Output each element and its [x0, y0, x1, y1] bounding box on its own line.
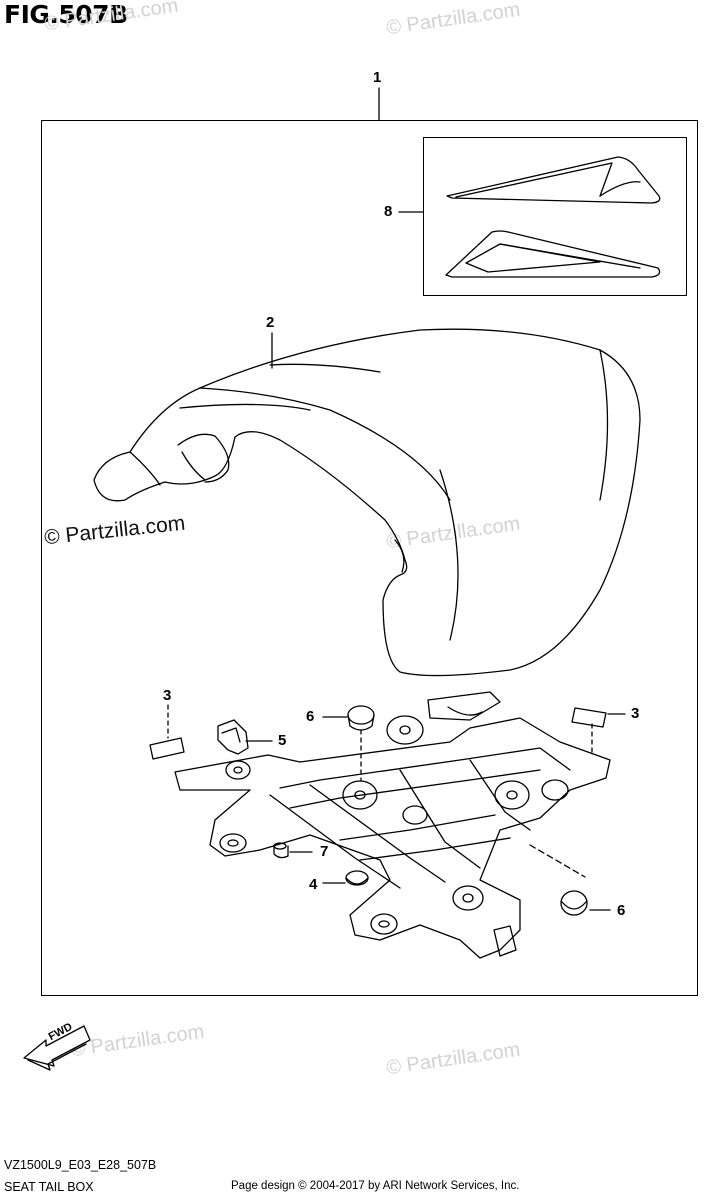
- callout-3-left: 3: [163, 687, 172, 704]
- pad-part-3-left: [149, 704, 185, 760]
- callout-5: 5: [278, 732, 287, 749]
- sticker-set-box: [423, 137, 687, 296]
- clip-nut-part-5: [217, 719, 273, 755]
- model-code: VZ1500L9_E03_E28_507B: [4, 1158, 157, 1172]
- callout-3-right: 3: [631, 705, 640, 722]
- pad-part-3-right: [571, 707, 626, 753]
- callout-6-top: 6: [306, 708, 315, 725]
- bracket-base: [174, 691, 611, 959]
- sticker-part-8: [445, 156, 661, 278]
- callout-2: 2: [266, 314, 275, 331]
- figure-title: FIG.507B: [4, 0, 128, 29]
- callout-4: 4: [309, 876, 318, 893]
- callout-8: 8: [384, 203, 393, 220]
- assembly-box: [41, 120, 698, 996]
- section-name: SEAT TAIL BOX: [4, 1180, 94, 1194]
- grommet-part-6-top: [322, 705, 375, 781]
- fwd-arrow-icon: [23, 1025, 91, 1071]
- callout-7: 7: [320, 843, 329, 860]
- grommet-part-6-bottom: [529, 844, 611, 916]
- grommet-part-4: [322, 870, 369, 886]
- callout-1: 1: [373, 69, 382, 86]
- seat-tail-cover-part-2: [93, 328, 641, 677]
- bolt-part-7: [273, 842, 313, 859]
- copyright: Page design © 2004-2017 by ARI Network S…: [231, 1180, 520, 1192]
- callout-6-bottom: 6: [617, 902, 626, 919]
